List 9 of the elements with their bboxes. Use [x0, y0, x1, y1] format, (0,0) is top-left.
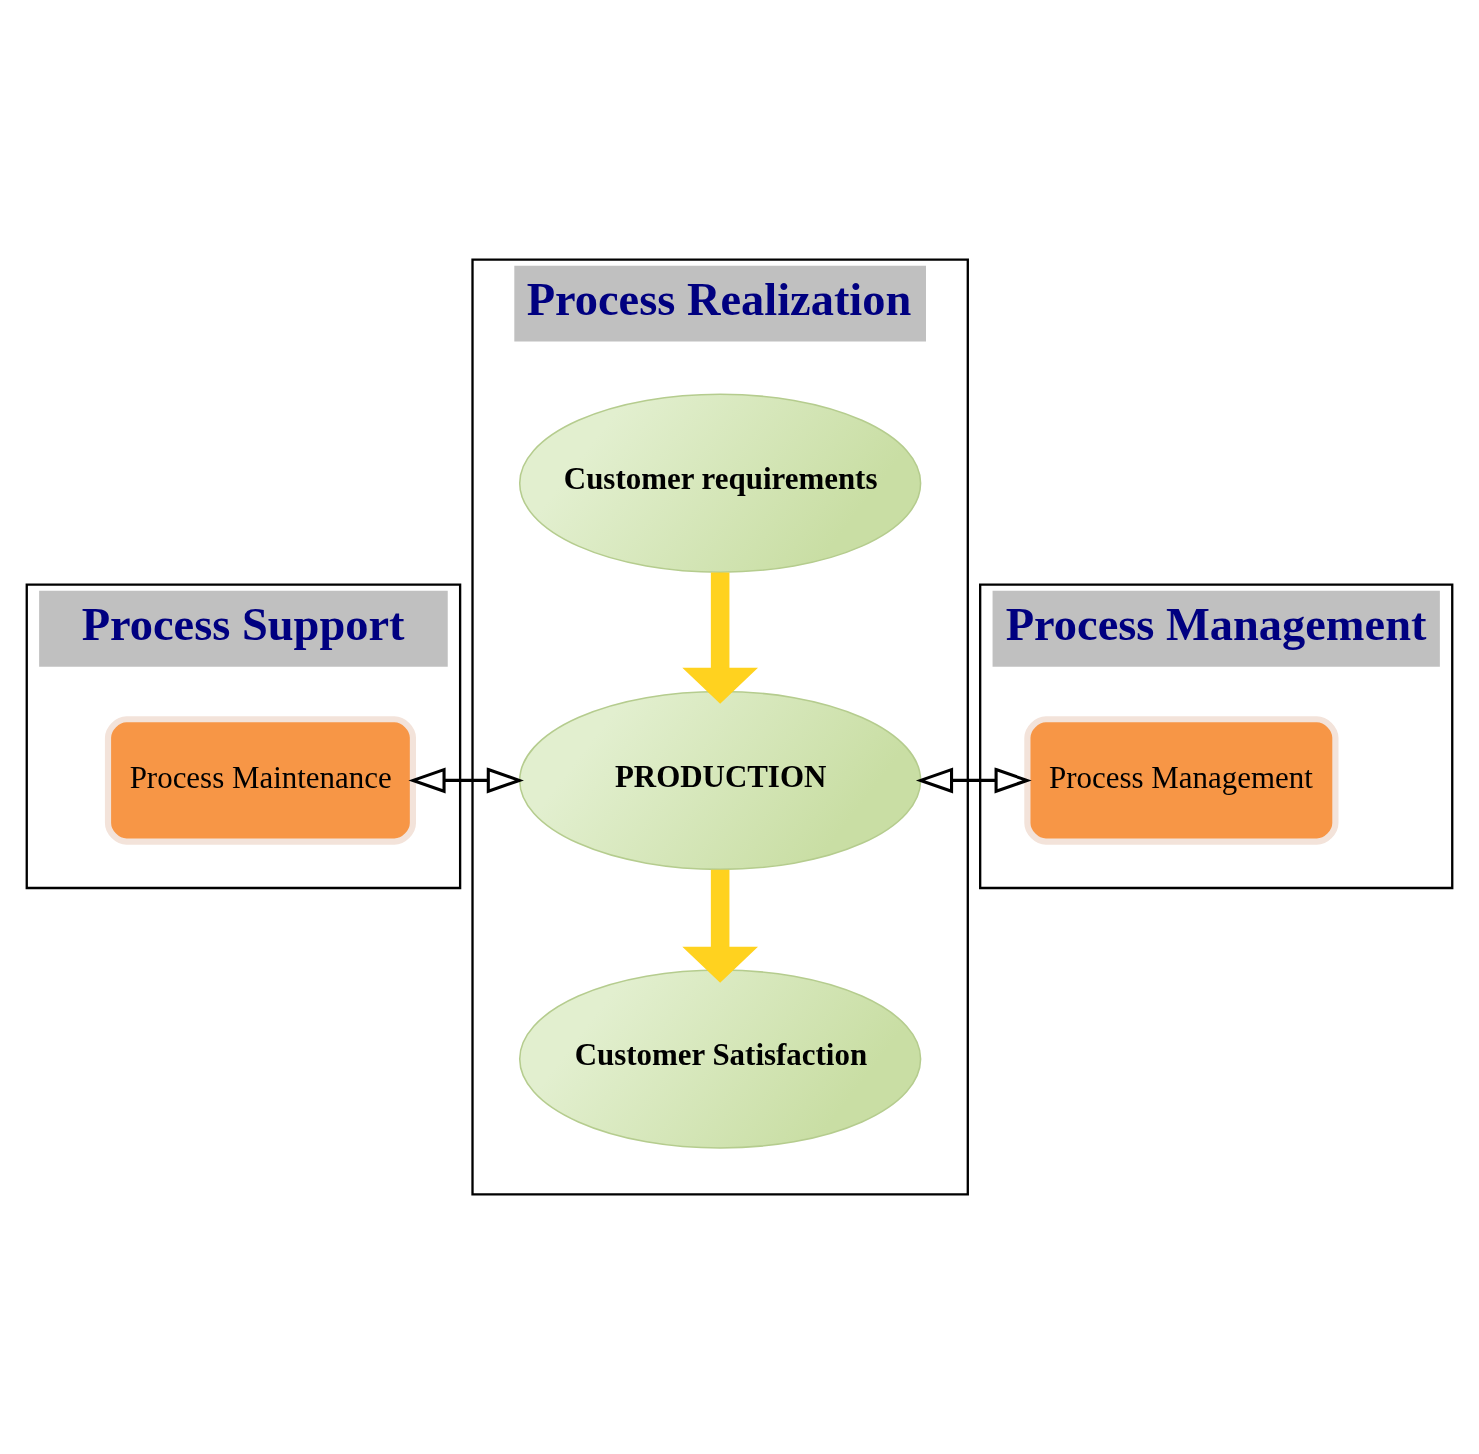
node-ellipse: PRODUCTION: [518, 690, 922, 871]
arrow: [682, 572, 758, 704]
node-box: Process Maintenance: [104, 716, 416, 845]
arrow: [408, 767, 524, 794]
arrow: [915, 767, 1032, 794]
node-ellipse: Customer requirements: [518, 393, 922, 573]
arrow: [682, 869, 758, 983]
node-box: Process Management: [1024, 716, 1339, 845]
node-ellipse: Customer Satisfaction: [518, 969, 922, 1149]
